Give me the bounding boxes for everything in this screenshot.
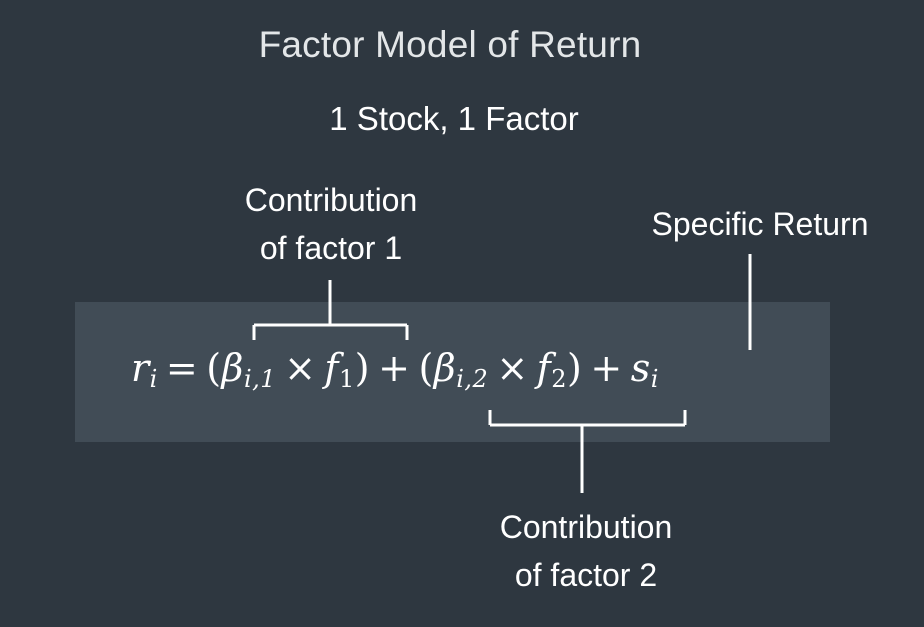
eq-beta-1-subscript: i,1 xyxy=(244,365,277,393)
eq-open-paren-2: ( xyxy=(418,346,434,390)
eq-close-paren-2: ) xyxy=(567,346,583,390)
equation-box xyxy=(75,302,830,442)
eq-plus-sign-2: + xyxy=(590,346,623,390)
factor-2-label-line-2: of factor 2 xyxy=(514,557,658,593)
eq-plus-sign-1: + xyxy=(378,346,411,390)
eq-beta-2-subscript: i,2 xyxy=(456,365,489,393)
eq-equals-sign: = xyxy=(165,346,199,390)
factor-2-label-line-1: Contribution xyxy=(499,509,673,545)
eq-factor-2-subscript: 2 xyxy=(551,365,568,393)
eq-factor-1-subscript: 1 xyxy=(339,365,355,393)
factor-model-equation: ri=(βi,1×f1)+(βi,2×f2)+si xyxy=(131,346,659,393)
eq-close-paren-1: ) xyxy=(354,346,371,390)
factor-1-contribution-label: Contribution of factor 1 xyxy=(200,176,462,272)
eq-open-paren-1: ( xyxy=(206,346,222,390)
factor-1-label-line-2: of factor 1 xyxy=(259,230,403,266)
specific-return-label: Specific Return xyxy=(651,206,869,242)
eq-return-symbol: r xyxy=(131,346,150,390)
eq-times-sign-2: × xyxy=(496,346,529,390)
eq-factor-1-symbol: f xyxy=(324,346,339,390)
factor-1-label-line-1: Contribution xyxy=(244,182,418,218)
page-title: Factor Model of Return xyxy=(258,24,642,65)
page-subtitle: 1 Stock, 1 Factor xyxy=(329,100,579,137)
eq-specific-return-subscript: i xyxy=(650,365,659,393)
eq-specific-return-symbol: s xyxy=(630,346,651,390)
eq-beta-2-symbol: β xyxy=(433,346,457,390)
eq-beta-1-symbol: β xyxy=(221,346,244,390)
factor-2-contribution-label: Contribution of factor 2 xyxy=(455,503,717,599)
eq-factor-2-symbol: f xyxy=(536,346,552,390)
eq-times-sign-1: × xyxy=(284,346,317,390)
eq-return-subscript: i xyxy=(149,365,158,393)
